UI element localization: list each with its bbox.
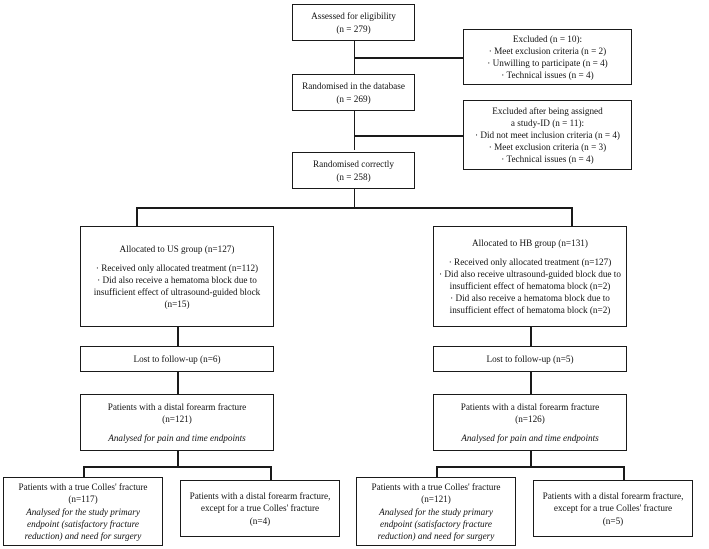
- node-true-colles-us: Patients with a true Colles' fracture (n…: [3, 477, 163, 546]
- connector-alloc-us-to-lost: [177, 327, 179, 347]
- alloc-us-detail-0: · Received only allocated treatment (n=1…: [95, 262, 259, 273]
- connector-randomised-to-correct: [353, 110, 356, 150]
- node-lost-to-followup-hb: Lost to follow-up (n=5): [433, 346, 627, 372]
- alloc-hb-detail-2: · Did also receive a hematoma block due …: [449, 293, 611, 316]
- except-us-label-line1: Patients with a distal forearm fracture,: [189, 491, 331, 502]
- analysed-hb-label: Patients with a distal forearm fracture: [460, 401, 600, 412]
- excluded-1-reason-0: · Meet exclusion criteria (n = 2): [488, 45, 607, 56]
- analysed-hb-emphasis: Analysed for pain and time endpoints: [461, 433, 599, 444]
- alloc-hb-detail-1: · Did also receive ultrasound-guided blo…: [439, 268, 621, 291]
- node-except-colles-us: Patients with a distal forearm fracture,…: [180, 480, 340, 537]
- analysed-hb-count: (n=126): [515, 413, 545, 424]
- node-true-colles-hb: Patients with a true Colles' fracture (n…: [356, 477, 516, 546]
- assessed-count: (n = 279): [336, 23, 371, 34]
- connector-split-right-drop: [571, 207, 573, 227]
- randomised-db-label: Randomised in the database: [302, 81, 405, 92]
- node-allocated-us-group: Allocated to US group (n=127) · Received…: [80, 226, 274, 327]
- connector-analysed-us-to-split: [177, 450, 179, 467]
- alloc-us-label: Allocated to US group (n=127): [119, 243, 235, 254]
- colles-us-label: Patients with a true Colles' fracture: [18, 482, 148, 492]
- excluded-1-reason-2: · Technical issues (n = 4): [501, 70, 594, 81]
- connector-hb-bottom-left-drop: [436, 466, 438, 478]
- colles-hb-emphasis: Analysed for the study primary endpoint …: [377, 506, 495, 541]
- excluded-2-header-line1: Excluded after being assigned: [492, 105, 603, 116]
- connector-us-bottom-left-drop: [83, 466, 85, 478]
- connector-us-bottom-horizontal: [83, 466, 272, 468]
- connector-analysed-hb-to-split: [530, 450, 532, 467]
- node-excluded-first: Excluded (n = 10): · Meet exclusion crit…: [463, 29, 632, 85]
- analysed-us-label: Patients with a distal forearm fracture: [107, 401, 247, 412]
- excluded-1-header: Excluded (n = 10):: [512, 33, 583, 44]
- node-allocated-hb-group: Allocated to HB group (n=131) · Received…: [433, 226, 627, 327]
- analysed-us-emphasis: Analysed for pain and time endpoints: [108, 433, 246, 444]
- node-randomised-correctly: Randomised correctly (n = 258): [292, 152, 415, 189]
- analysed-us-count: (n=121): [162, 413, 192, 424]
- node-assessed-for-eligibility: Assessed for eligibility (n = 279): [292, 4, 415, 41]
- connector-alloc-hb-to-lost: [530, 327, 532, 347]
- connector-lost-us-to-analysed: [177, 371, 179, 395]
- alloc-hb-label: Allocated to HB group (n=131): [472, 237, 588, 248]
- except-hb-label-line2: except for a true Colles' fracture: [553, 503, 673, 514]
- node-analysed-hb: Patients with a distal forearm fracture …: [433, 394, 627, 451]
- node-randomised-in-database: Randomised in the database (n = 269): [292, 74, 415, 111]
- connector-hb-bottom-right-drop: [623, 466, 625, 481]
- node-analysed-us: Patients with a distal forearm fracture …: [80, 394, 274, 451]
- randomised-db-count: (n = 269): [336, 93, 371, 104]
- except-hb-count: (n=5): [602, 515, 624, 526]
- connector-lost-hb-to-analysed: [530, 371, 532, 395]
- connector-to-excluded-2: [353, 135, 464, 137]
- connector-split-left-drop: [136, 207, 138, 227]
- colles-hb-count: (n=121): [421, 494, 451, 505]
- lost-us-label: Lost to follow-up (n=6): [133, 353, 221, 364]
- lost-hb-label: Lost to follow-up (n=5): [486, 353, 574, 364]
- colles-us-count: (n=117): [68, 494, 98, 505]
- excluded-2-header-line2: a study-ID (n = 11):: [510, 117, 585, 128]
- connector-us-bottom-right-drop: [270, 466, 272, 481]
- node-except-colles-hb: Patients with a distal forearm fracture,…: [533, 480, 693, 537]
- randomised-correct-label: Randomised correctly: [313, 159, 394, 170]
- excluded-2-reason-1: · Meet exclusion criteria (n = 3): [488, 142, 607, 153]
- connector-correct-to-split: [353, 189, 356, 208]
- excluded-1-reason-1: · Unwilling to participate (n = 4): [487, 58, 608, 68]
- excluded-2-reason-2: · Technical issues (n = 4): [501, 154, 594, 165]
- randomised-correct-count: (n = 258): [336, 171, 371, 182]
- connector-hb-bottom-horizontal: [436, 466, 625, 468]
- excluded-2-reason-0: · Did not meet inclusion criteria (n = 4…: [475, 129, 620, 140]
- colles-us-emphasis: Analysed for the study primary endpoint …: [24, 506, 142, 541]
- except-hb-label-line1: Patients with a distal forearm fracture,: [542, 491, 684, 502]
- except-us-count: (n=4): [249, 515, 271, 526]
- colles-hb-label: Patients with a true Colles' fracture: [371, 482, 501, 492]
- node-excluded-after-study-id: Excluded after being assigned a study-ID…: [463, 100, 632, 170]
- connector-to-excluded-1: [353, 57, 464, 59]
- node-lost-to-followup-us: Lost to follow-up (n=6): [80, 346, 274, 372]
- assessed-label: Assessed for eligibility: [311, 11, 396, 22]
- alloc-us-detail-1: · Did also receive a hematoma block due …: [93, 274, 261, 310]
- connector-split-horizontal-top: [136, 207, 573, 209]
- except-us-label-line2: except for a true Colles' fracture: [200, 503, 320, 514]
- alloc-hb-detail-0: · Received only allocated treatment (n=1…: [448, 256, 612, 267]
